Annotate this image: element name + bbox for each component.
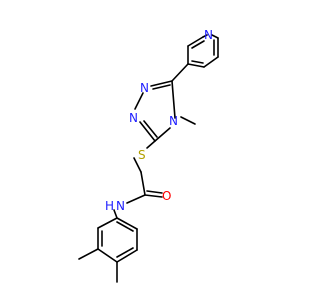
bond	[97, 248, 118, 263]
bond	[116, 217, 138, 230]
triazole-n1-label: N	[140, 81, 149, 95]
bond	[144, 194, 163, 198]
amide-hydrogen-label: H	[105, 199, 114, 213]
sulfur-label: S	[138, 148, 146, 162]
pyridine-nitrogen-label: N	[204, 28, 213, 42]
bond	[116, 221, 134, 232]
bond	[171, 80, 176, 119]
bond	[150, 80, 173, 87]
bond	[191, 60, 204, 64]
bond-layer	[78, 34, 219, 283]
bond	[191, 40, 205, 49]
bond	[180, 116, 196, 125]
bond	[154, 127, 171, 142]
bond	[202, 34, 208, 38]
atom-label-layer: N N N N S O N H	[105, 28, 213, 213]
bond	[113, 209, 118, 219]
bond	[97, 217, 118, 229]
triazole-n2-label: N	[129, 111, 138, 125]
bond	[126, 194, 146, 204]
amide-nitrogen-label: N	[116, 199, 125, 213]
bond	[78, 248, 99, 260]
bond	[143, 120, 158, 138]
bond	[203, 56, 219, 68]
triazole-n4-label: N	[169, 114, 178, 128]
bond	[146, 140, 156, 149]
bond	[146, 190, 163, 194]
bond	[211, 34, 219, 39]
oxygen-label: O	[162, 189, 171, 203]
bond	[140, 171, 146, 196]
bond	[139, 121, 156, 142]
bond	[133, 157, 142, 173]
bond	[187, 36, 204, 47]
bond	[134, 92, 144, 110]
structure-diagram: N N N N S O N H	[78, 28, 219, 283]
molecule-canvas: N N N N S O N H	[78, 28, 219, 283]
bond	[152, 84, 171, 90]
bond	[116, 249, 138, 263]
bond	[171, 63, 189, 82]
bond	[116, 247, 134, 258]
bond	[187, 63, 205, 68]
